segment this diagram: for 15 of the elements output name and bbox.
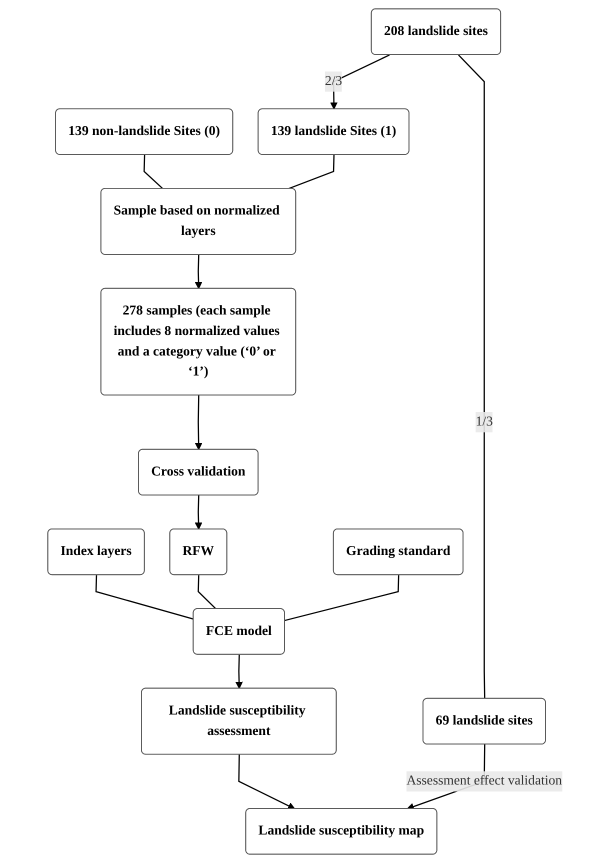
connector (458, 54, 485, 699)
connector (287, 154, 334, 190)
arrow (194, 395, 202, 450)
arrow (330, 54, 390, 110)
connector (284, 575, 399, 622)
connector (143, 154, 163, 190)
connector (197, 575, 216, 610)
edge-label: 2/3 (324, 74, 342, 88)
arrow (194, 254, 202, 290)
arrow (238, 754, 295, 810)
connector (95, 575, 194, 620)
arrow (234, 654, 242, 689)
arrow (194, 495, 202, 530)
edge-label: 1/3 (475, 414, 492, 429)
edge-label: Assessment effect validation (406, 774, 562, 788)
